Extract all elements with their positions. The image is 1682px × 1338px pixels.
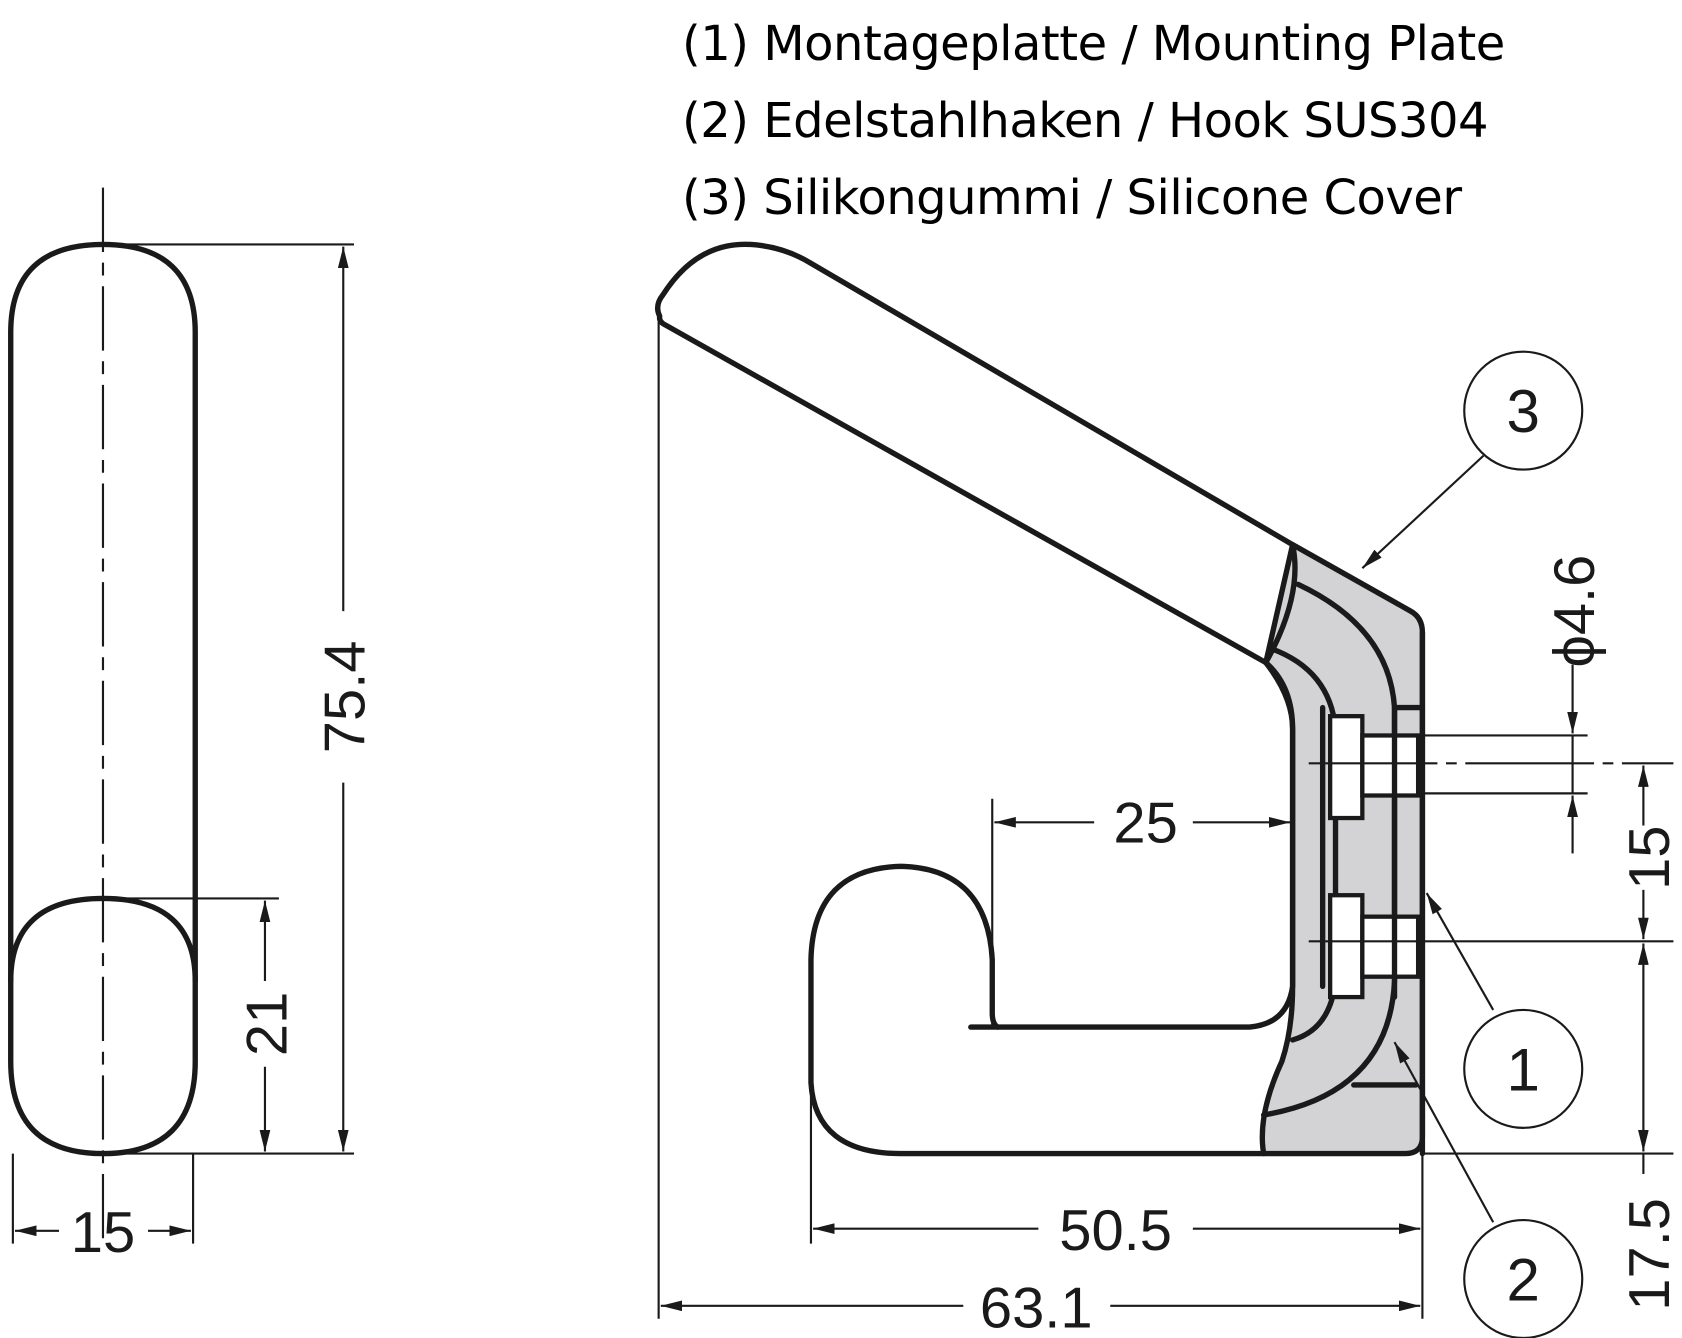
- hook-front-outline: [8, 241, 198, 1157]
- side-view: 25 ϕ4.6 15 17.5 50.5 63.1 3 1 2: [654, 241, 1682, 1338]
- dim-inner-depth-label: 25: [1113, 792, 1177, 856]
- dim-height-label: 75.4: [314, 641, 378, 754]
- legend-item-hook: (2) Edelstahlhaken / Hook SUS304: [682, 93, 1489, 149]
- screw-head-lower: [1328, 893, 1365, 1000]
- callout-bubble-1: [1463, 1008, 1584, 1129]
- callout-label-2: 2: [1507, 1246, 1540, 1313]
- screw-shank-lower: [1360, 914, 1421, 979]
- callout-label-1: 1: [1507, 1036, 1540, 1103]
- callout-leader-1: [1425, 892, 1495, 1011]
- dim-width-label: 15: [71, 1201, 135, 1265]
- hook-upper-arm: [654, 241, 1298, 666]
- callout-leader-3: [1361, 454, 1485, 570]
- dim-bottom-offset-label: 17.5: [1618, 1198, 1682, 1311]
- front-view: 75.4 21 15: [8, 187, 378, 1265]
- dim-total-depth-label: 63.1: [980, 1276, 1093, 1338]
- silicone-cover: [1259, 541, 1426, 1157]
- callout-bubble-2: [1463, 1219, 1584, 1338]
- callout-label-3: 3: [1507, 378, 1540, 445]
- legend-item-silicone-cover: (3) Silikongummi / Silicone Cover: [682, 170, 1462, 226]
- hook-lower-arm: [808, 659, 1296, 1157]
- callout-bubble-3: [1463, 350, 1584, 471]
- dim-hole-spacing-label: 15: [1618, 825, 1682, 889]
- callout-leader-2: [1393, 1041, 1495, 1223]
- parts-legend: (1) Montageplatte / Mounting Plate (2) E…: [682, 6, 1505, 237]
- screw-shank-upper: [1360, 733, 1421, 798]
- screw-head-upper: [1328, 714, 1365, 821]
- dim-hole-label: ϕ4.6: [1543, 555, 1607, 668]
- legend-item-mounting-plate: (1) Montageplatte / Mounting Plate: [682, 16, 1505, 72]
- dim-hook-depth-label: 50.5: [1059, 1199, 1172, 1263]
- dim-lower-label: 21: [235, 992, 299, 1056]
